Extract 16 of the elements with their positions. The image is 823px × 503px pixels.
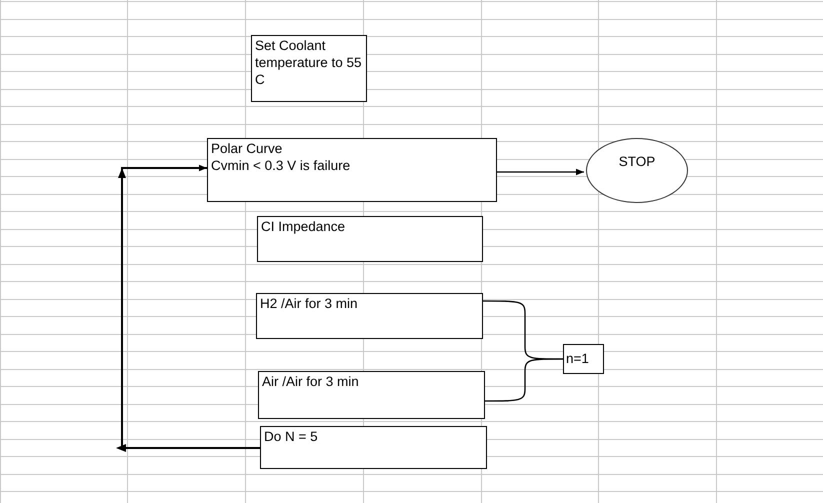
- process-box: [256, 293, 483, 339]
- process-box: [207, 138, 497, 202]
- step-text: H2 /Air for 3 min: [260, 295, 359, 312]
- process-box: [260, 426, 487, 469]
- step-text: STOP: [618, 153, 656, 170]
- step-text: Air /Air for 3 min: [262, 373, 360, 390]
- step-text: Set Coolant temperature to 55 C: [255, 37, 363, 88]
- step-text: CI Impedance: [261, 218, 346, 235]
- process-box: [257, 216, 483, 262]
- step-text: n=1: [566, 350, 590, 367]
- step-text: Polar Curve: [211, 140, 284, 157]
- process-box: [258, 371, 485, 419]
- step-text: Cvmin < 0.3 V is failure: [211, 157, 352, 174]
- process-box: [563, 344, 604, 374]
- step-text: Do N = 5: [264, 428, 319, 445]
- process-box: [251, 35, 367, 102]
